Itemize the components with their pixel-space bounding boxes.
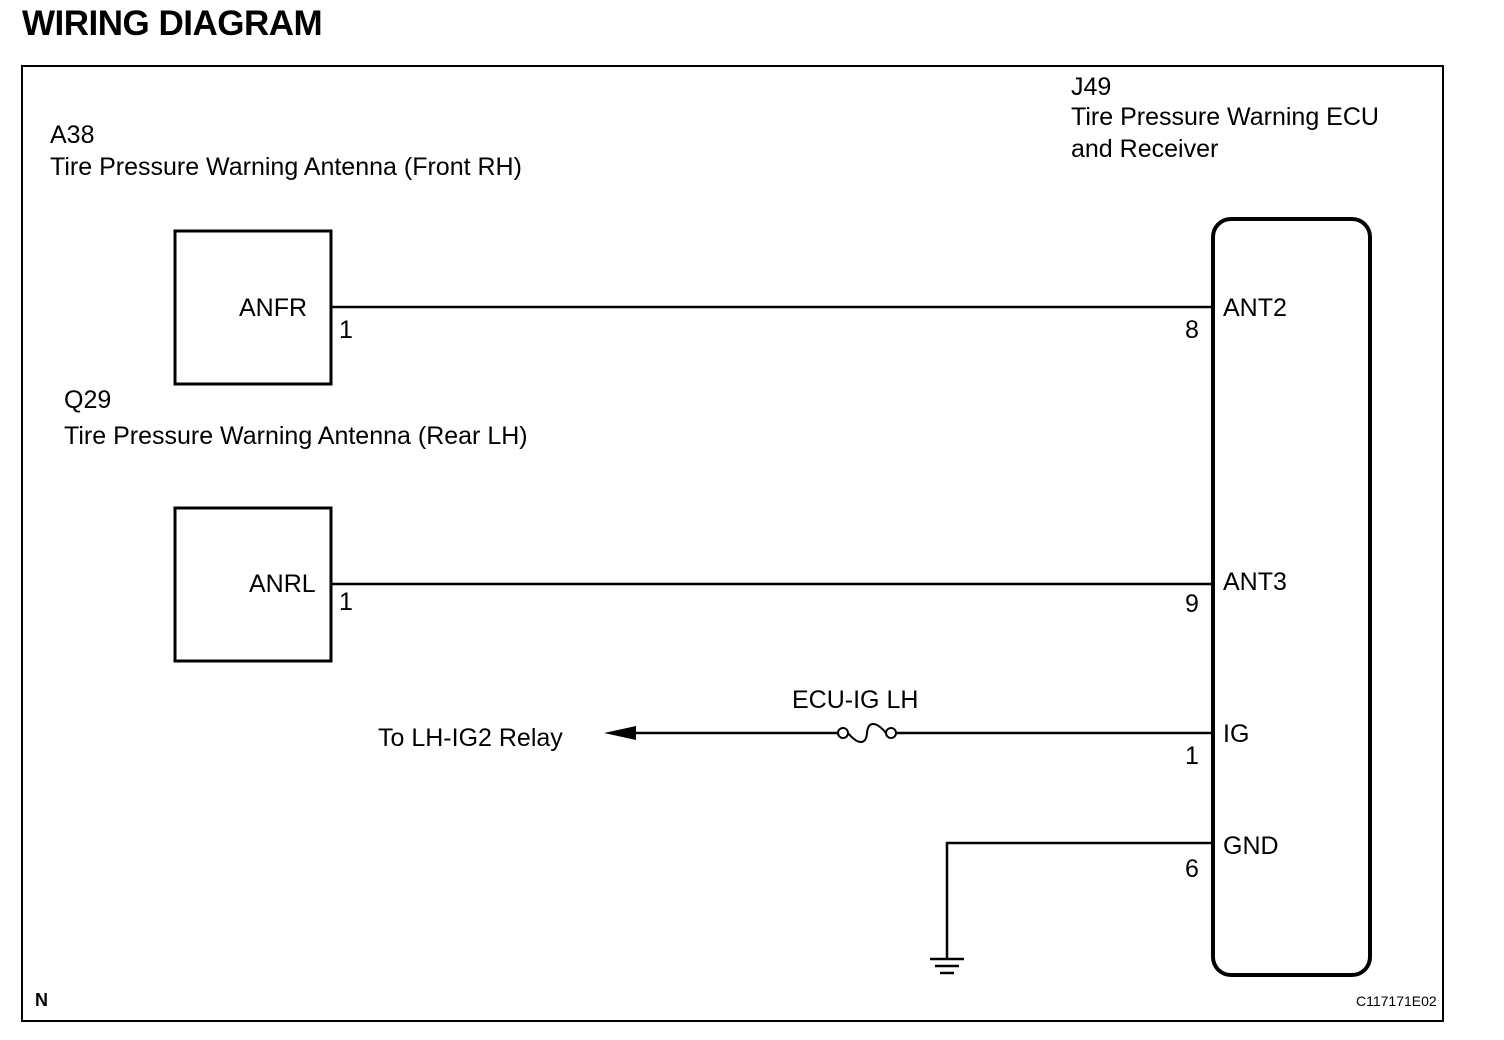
j49-code: J49 [1071, 73, 1111, 101]
j49-ant2-label: ANT2 [1223, 294, 1287, 322]
corner-mark: N [35, 990, 48, 1010]
fuse-label: ECU-IG LH [792, 686, 918, 714]
q29-terminal-label: ANRL [249, 570, 316, 598]
diagram-frame [21, 65, 1444, 1022]
a38-name: Tire Pressure Warning Antenna (Front RH) [50, 153, 522, 181]
j49-ig-pin: 1 [1185, 742, 1199, 770]
j49-gnd-label: GND [1223, 832, 1279, 860]
wire-gnd [945, 841, 1213, 958]
q29-name: Tire Pressure Warning Antenna (Rear LH) [64, 422, 528, 450]
j49-gnd-pin: 6 [1185, 855, 1199, 883]
a38-pin: 1 [339, 316, 353, 344]
j49-ecu-box [1211, 217, 1372, 977]
j49-ant3-label: ANT3 [1223, 568, 1287, 596]
a38-terminal-label: ANFR [239, 294, 307, 322]
ground-icon [930, 957, 964, 975]
relay-label: To LH-IG2 Relay [378, 724, 563, 752]
j49-name-line1: Tire Pressure Warning ECU [1071, 103, 1379, 131]
q29-code: Q29 [64, 386, 111, 414]
j49-ig-label: IG [1223, 720, 1249, 748]
q29-pin: 1 [339, 588, 353, 616]
figure-code: C117171E02 [1356, 993, 1437, 1009]
j49-ant2-pin: 8 [1185, 316, 1199, 344]
fuse-icon [837, 723, 897, 743]
relay-arrow-icon [604, 726, 636, 740]
page-title: WIRING DIAGRAM [22, 4, 323, 43]
j49-name-line2: and Receiver [1071, 135, 1218, 163]
j49-ant3-pin: 9 [1185, 590, 1199, 618]
a38-code: A38 [50, 121, 94, 149]
